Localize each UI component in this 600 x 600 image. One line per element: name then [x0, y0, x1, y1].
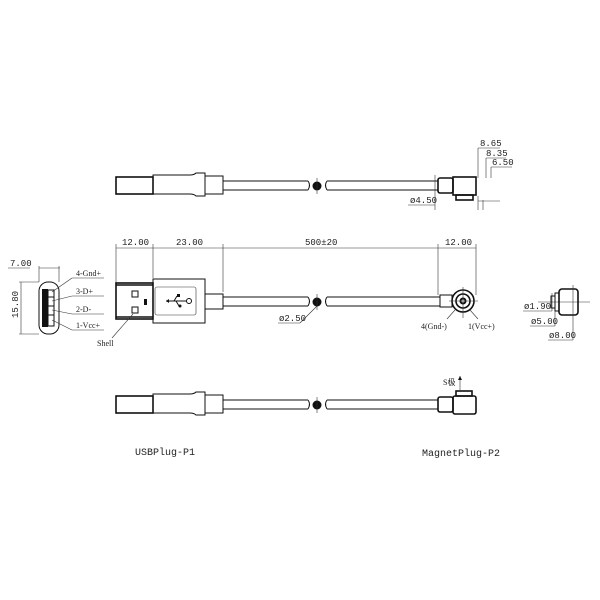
bottom-usb-body [152, 391, 206, 416]
top-view: 8.65 8.35 6.50 ø4.50 [115, 139, 514, 210]
usb-pin-3-label: 3-D+ [76, 287, 93, 296]
dim-12-00-left: 12.00 [122, 238, 149, 248]
top-usb-body [152, 172, 206, 197]
usb-logo-icon [166, 294, 192, 308]
shell-label: Shell [97, 339, 114, 348]
dim-500: 500±20 [305, 238, 337, 248]
top-magnet-pin [455, 194, 474, 201]
usb-pin-2-label: 2-D- [76, 305, 91, 314]
usb-pin-1-label: 1-Vcc+ [76, 321, 101, 330]
dim-phi-2-50: ø2.50 [279, 314, 306, 324]
dim-8-35: 8.35 [486, 149, 508, 159]
dim-phi-8-00: ø8.00 [549, 331, 576, 341]
pin-vcc-label: 1(Vcc+) [468, 322, 495, 331]
usb-strain-relief [204, 293, 224, 310]
dim-phi-1-90: ø1.90 [524, 302, 551, 312]
dim-8-65: 8.65 [480, 139, 502, 149]
dim-7-00: 7.00 [10, 259, 32, 269]
dim-23-00: 23.00 [176, 238, 203, 248]
bottom-magnet-head [452, 395, 477, 415]
dim-15-80: 15.80 [11, 291, 21, 318]
top-usb-plug [115, 176, 154, 195]
magnet-plug-p2-label: MagnetPlug-P2 [422, 448, 500, 460]
usb-contact-hole [131, 306, 139, 314]
usb-plug-head [115, 282, 154, 320]
bottom-magnet-pin [455, 390, 473, 397]
bottom-view: S极 [115, 376, 477, 416]
magnet-side-view: ø1.90 ø5.00 ø8.00 [523, 285, 590, 341]
dim-phi-5-00: ø5.00 [531, 317, 558, 327]
magnet-side-body [558, 288, 579, 316]
usb-latch [144, 299, 147, 305]
dim-phi-4-50: ø4.50 [410, 196, 437, 206]
front-view: 12.00 23.00 500±20 12.00 [97, 238, 495, 348]
usb-end-outline [38, 281, 60, 335]
bottom-magnet-neck [437, 396, 454, 413]
bottom-strain-relief [204, 394, 224, 414]
usb-contact-hole [131, 290, 139, 298]
s-pole-label: S极 [443, 377, 455, 387]
bottom-usb-plug [115, 395, 154, 414]
usb-pin-4-label: 4-Gnd+ [76, 269, 101, 278]
dim-6-50: 6.50 [492, 158, 514, 168]
usb-plug-p1-label: USBPlug-P1 [135, 447, 195, 459]
top-magnet-neck [437, 177, 454, 194]
usb-end-view: 7.00 15.80 4-Gnd+ 3-D+ 2-D- 1-Vcc+ [8, 259, 104, 335]
usb-body-panel [154, 286, 197, 316]
pin-gnd-label: 4(Gnd-) [421, 322, 447, 331]
top-magnet-head [452, 176, 477, 196]
top-strain-relief [204, 175, 224, 195]
dim-12-00-right: 12.00 [445, 238, 472, 248]
